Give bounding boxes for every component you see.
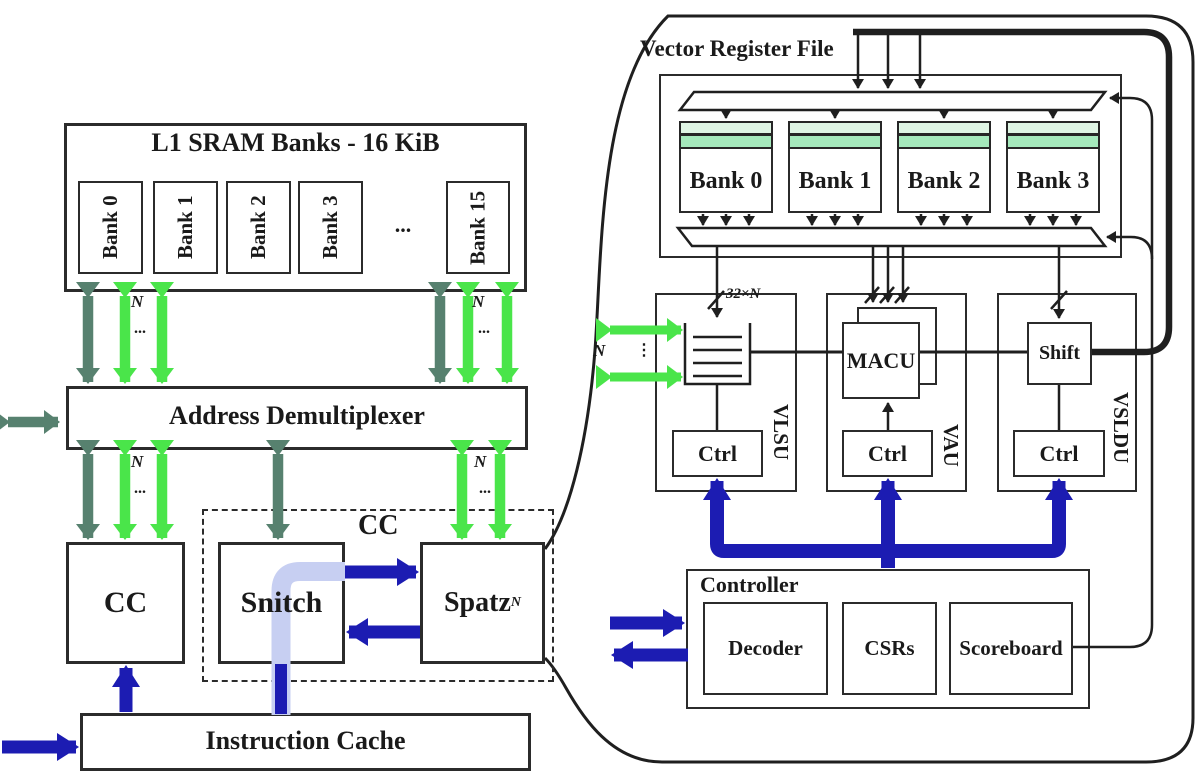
- l1-bank-1-label: Bank 1: [173, 195, 197, 260]
- l1-bank-15: [446, 181, 510, 274]
- vrf-title: Vector Register File: [640, 36, 834, 61]
- vlsu-name-label: VLSU: [769, 404, 793, 461]
- l1-bank-0: [78, 181, 143, 274]
- address-demux-box: [66, 386, 528, 450]
- l1-bank-15-label: Bank 15: [465, 190, 490, 265]
- scoreboard-label: Scoreboard: [959, 636, 1063, 660]
- vrf-bank-0-label: Bank 0: [689, 167, 763, 194]
- vrf-bank-0-row-light: [678, 120, 773, 135]
- vrf-bank-2-row-light: [896, 120, 991, 135]
- vrf-bank-3-label: Bank 3: [1016, 167, 1090, 194]
- vrf-bank-1-row-light: [787, 120, 882, 135]
- vrf-bank-3-row-light: [1005, 120, 1100, 135]
- vlsu-vdots: ⋮: [636, 342, 652, 359]
- vsldu-ctrl-label: Ctrl: [1039, 440, 1079, 466]
- csrs-label: CSRs: [864, 636, 915, 660]
- l1-banks-ellipsis: ...: [394, 212, 412, 237]
- snitch-label: Snitch: [240, 586, 323, 619]
- l1-bank-3: [298, 181, 363, 274]
- l1-bank-0-label: Bank 0: [98, 195, 122, 260]
- vrf-bank-1-label: Bank 1: [798, 167, 872, 194]
- spatz-label-sub: N: [510, 595, 522, 610]
- bus-width-label: 32×N: [726, 286, 761, 302]
- cc-box-label: CC: [103, 586, 148, 619]
- instruction-cache-label: Instruction Cache: [205, 726, 406, 755]
- vau-name-label: VAU: [939, 424, 963, 467]
- vau-ctrl-label: Ctrl: [867, 440, 908, 466]
- n-label-row2-right: N: [474, 452, 487, 471]
- decoder-label: Decoder: [728, 636, 803, 660]
- spatz-label-base: Spatz: [443, 587, 511, 618]
- address-demux-title: Address Demultiplexer: [169, 401, 425, 430]
- vrf-bank-1-row-medium: [787, 134, 882, 149]
- controller-dispatch-manifold: [710, 492, 1066, 558]
- controller-title: Controller: [700, 572, 799, 597]
- vsldu-name-label: VSLDU: [1109, 392, 1133, 464]
- vrf-bank-3-row-medium: [1005, 134, 1100, 149]
- vlsu-ctrl-label: Ctrl: [697, 440, 738, 466]
- vrf-bank-2-label: Bank 2: [907, 167, 981, 194]
- shift-label: Shift: [1038, 342, 1081, 364]
- macu-label: MACU: [846, 347, 916, 373]
- n-label-row1-right: N: [472, 292, 485, 311]
- l1-bank-3-label: Bank 3: [318, 195, 342, 260]
- n-label-row1-left: N: [131, 292, 144, 311]
- spatz-box: [420, 542, 545, 664]
- vlsu-n-label: N: [593, 341, 606, 360]
- vrf-bank-0-row-medium: [678, 134, 773, 149]
- instruction-cache-box: [80, 713, 531, 771]
- dots-row1-left: ...: [134, 320, 146, 337]
- dots-row1-right: ...: [478, 320, 490, 337]
- n-label-row2-left: N: [131, 452, 144, 471]
- l1-bank-2: [226, 181, 291, 274]
- cc-cluster-label: CC: [358, 510, 399, 541]
- l1-bank-1: [153, 181, 218, 274]
- cc-box: [66, 542, 185, 664]
- dots-row2-right: ...: [479, 480, 491, 497]
- vrf-bank-2-row-medium: [896, 134, 991, 149]
- l1-sram-title: L1 SRAM Banks - 16 KiB: [151, 128, 440, 157]
- dots-row2-left: ...: [134, 480, 146, 497]
- l1-bank-2-label: Bank 2: [246, 195, 270, 260]
